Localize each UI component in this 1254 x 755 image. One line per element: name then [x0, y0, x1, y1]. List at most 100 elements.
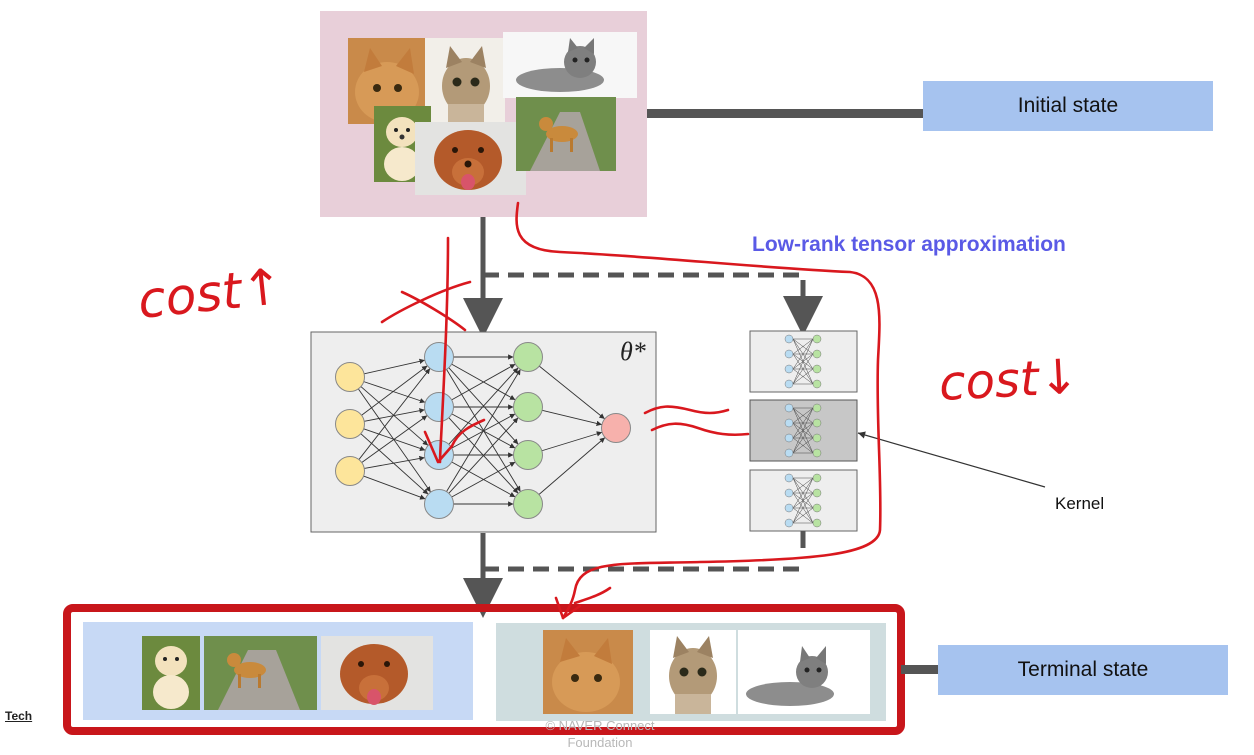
- network-edge: [541, 431, 603, 452]
- network-edge: [361, 365, 428, 416]
- kernel-mini-node: [812, 503, 822, 513]
- input-node: [335, 456, 365, 486]
- kernel-mini-edge: [792, 338, 814, 370]
- kernel-mini-edge: [792, 477, 814, 509]
- kernel-mini-node: [784, 518, 794, 528]
- hidden1-node: [424, 342, 454, 372]
- kernel-block-2: [749, 399, 858, 462]
- kernel-mini-edge: [792, 437, 814, 454]
- kernel-mini-node: [812, 448, 822, 458]
- input-node: [335, 409, 365, 439]
- network-edge: [358, 368, 431, 460]
- kernel-mini-node: [784, 364, 794, 374]
- copyright-footer: © NAVER Connect Foundation: [520, 717, 680, 751]
- output-node: [601, 413, 631, 443]
- theta-star-label: θ*: [620, 337, 646, 366]
- kernel-mini-edge: [792, 407, 814, 454]
- puppy-on-road-photo: [516, 97, 616, 171]
- kernel-mini-edge: [792, 368, 814, 385]
- network-edge: [357, 388, 432, 493]
- orange-cat-photo: [348, 38, 426, 124]
- lowrank-approximation-title: Low-rank tensor approximation: [752, 233, 1066, 256]
- ink-arrowhead-network: [423, 430, 454, 464]
- network-edge: [364, 358, 425, 375]
- tech-footer-link[interactable]: Tech: [5, 709, 33, 723]
- network-edge: [539, 365, 605, 420]
- kernel-mini-networks: [784, 334, 822, 528]
- kernel-mini-node: [812, 334, 822, 344]
- kernel-mini-edge: [792, 353, 814, 385]
- duck-toller-dog-photo: [415, 122, 526, 195]
- kernel-block-3: [749, 469, 858, 532]
- grey-cat-lying-photo: [503, 32, 637, 98]
- kernel-label: Kernel: [1055, 494, 1105, 513]
- duck-toller-dog-photo: [321, 636, 433, 710]
- hidden2-node: [513, 392, 543, 422]
- kernel-mini-node: [812, 379, 822, 389]
- network-edge: [448, 367, 519, 445]
- tabby-cat-photo: [650, 630, 736, 714]
- kernel-mini-node: [812, 518, 822, 528]
- terminal-state-text: Terminal state: [1017, 658, 1149, 681]
- orange-cat-photo: [543, 630, 633, 714]
- ink-path-to-output: [515, 201, 882, 620]
- cost-up-annotation: cost↑: [135, 257, 286, 330]
- hidden2-node: [513, 342, 543, 372]
- ink-path-through-network: [438, 236, 450, 464]
- network-edge: [363, 381, 426, 404]
- grey-cat-lying-photo: [738, 630, 870, 714]
- kernel-mini-edge: [792, 477, 814, 524]
- network-edge: [451, 461, 516, 498]
- kernel-mini-node: [812, 418, 822, 428]
- puppy-on-road-photo: [204, 636, 317, 710]
- kernel-mini-node: [812, 403, 822, 413]
- kernel-pointer-line: [857, 431, 1046, 488]
- initial-connector-bar: [647, 109, 923, 118]
- ink-approx-2: [650, 422, 750, 437]
- hidden2-node: [513, 440, 543, 470]
- kernel-mini-node: [784, 448, 794, 458]
- network-edge: [446, 369, 521, 492]
- handwritten-annotations: [380, 201, 882, 620]
- kernel-mini-node: [784, 503, 794, 513]
- kernel-mini-node: [784, 473, 794, 483]
- ink-approx-1: [643, 405, 730, 415]
- network-edge: [448, 417, 519, 494]
- kernel-mini-node: [784, 349, 794, 359]
- network-edge: [360, 433, 429, 495]
- initial-state-text: Initial state: [1017, 94, 1119, 117]
- kernel-block-1: [749, 330, 858, 393]
- kernel-mini-node: [784, 403, 794, 413]
- ink-cross-mark: [380, 280, 472, 332]
- kernel-mini-node: [812, 473, 822, 483]
- terminal-connector-bar: [901, 665, 938, 674]
- ink-arrowhead-output-extra: [573, 586, 612, 605]
- lowrank-dashed-path-top: [483, 272, 823, 336]
- kernel-mini-edge: [792, 477, 814, 494]
- network-edge: [364, 455, 425, 469]
- network-connections: [357, 354, 606, 507]
- kernel-mini-edge: [792, 422, 814, 454]
- copyright-line-2: Foundation: [567, 735, 633, 750]
- kernel-mini-edge: [792, 507, 814, 524]
- kernel-mini-node: [812, 433, 822, 443]
- kernel-mini-edge: [792, 338, 814, 385]
- kernel-mini-edge: [792, 407, 814, 424]
- kernel-mini-node: [812, 364, 822, 374]
- kernel-mini-node: [784, 379, 794, 389]
- kernel-mini-node: [812, 349, 822, 359]
- tabby-cat-photo: [425, 38, 505, 124]
- copyright-line-1: © NAVER Connect: [545, 718, 655, 733]
- kernel-mini-node: [784, 433, 794, 443]
- network-edge: [363, 475, 426, 500]
- network-edge: [364, 408, 425, 422]
- network-edge: [361, 415, 428, 463]
- kernel-mini-node: [784, 334, 794, 344]
- kernel-mini-node: [812, 488, 822, 498]
- kernel-mini-edge: [792, 492, 814, 524]
- kernel-mini-edge: [792, 407, 814, 439]
- ink-arrowhead-output: [554, 596, 582, 620]
- kernel-mini-node: [784, 488, 794, 498]
- initial-state-label: Initial state: [923, 81, 1213, 131]
